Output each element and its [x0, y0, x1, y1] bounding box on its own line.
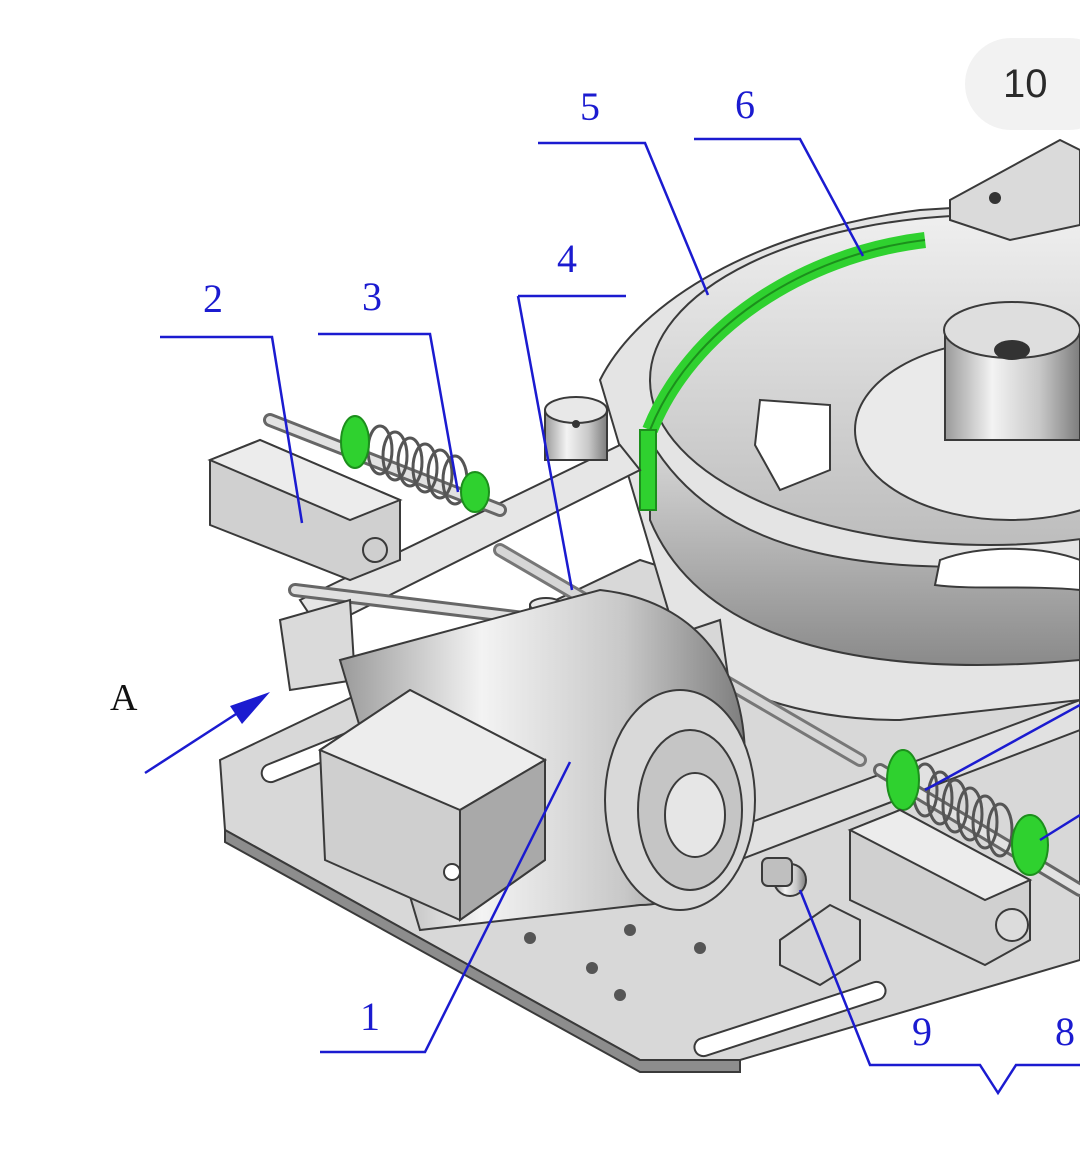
callout-4: 4: [557, 236, 577, 281]
wheel-housing: [598, 138, 1080, 722]
callout-3: 3: [362, 274, 382, 319]
callout-5: 5: [580, 84, 600, 129]
callout-8: 8: [1055, 1009, 1075, 1054]
right-spring-assembly: [761, 749, 1080, 987]
callout-numbers: 1 2 3 4 5 6 8 9: [203, 82, 1075, 1054]
motor: [317, 588, 756, 932]
left-spring-assembly: [207, 413, 563, 692]
view-arrow-a: A: [110, 677, 270, 775]
callout-6: 6: [735, 82, 755, 127]
callout-9: 9: [912, 1009, 932, 1054]
callout-lines: [160, 137, 1080, 1096]
callout-2: 2: [203, 276, 223, 321]
page-number-badge: 10: [965, 38, 1080, 130]
callout-1: 1: [360, 994, 380, 1039]
view-label-a: A: [110, 677, 138, 719]
